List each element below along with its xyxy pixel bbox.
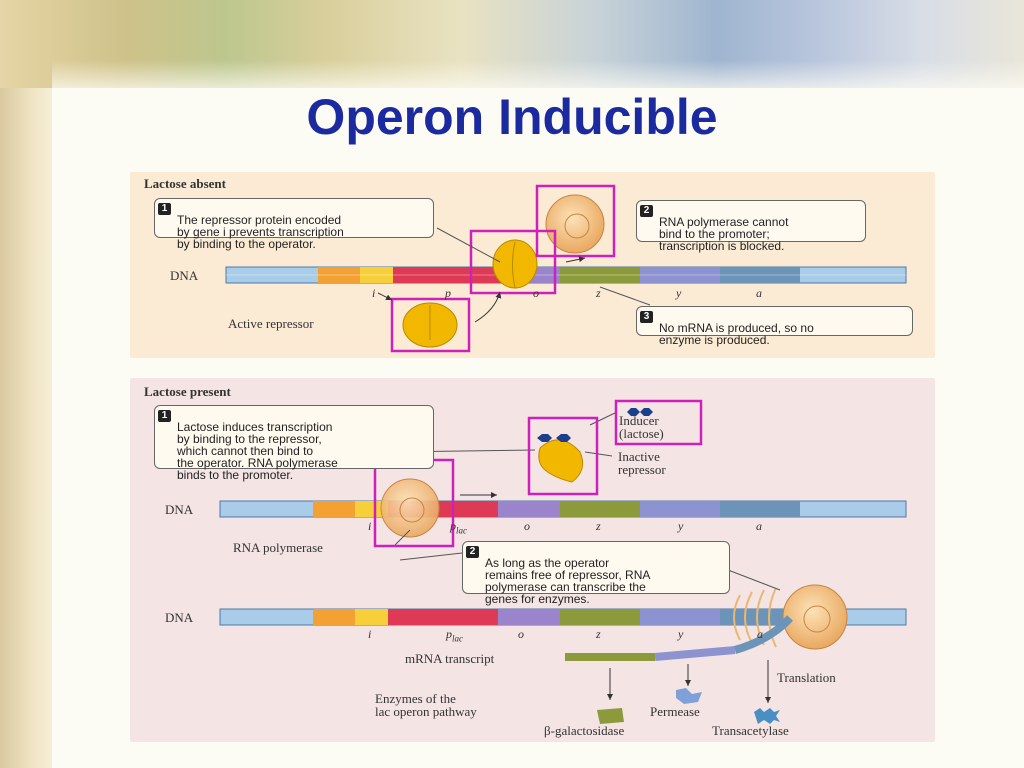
gene-label-o-mid: o <box>524 519 530 533</box>
inducer-lactose-icon <box>589 408 653 426</box>
transacetylase-icon <box>754 708 780 724</box>
background-fade <box>52 60 1024 100</box>
gene-label-i-mid: i <box>368 519 372 533</box>
gene-label-y-bot: y <box>678 627 684 641</box>
rna-polymerase-bound-icon <box>380 478 440 538</box>
callout-polymerase-blocked-text: RNA polymerase cannot bind to the promot… <box>659 215 789 253</box>
callout-lactose-induces-text: Lactose induces transcription by binding… <box>177 420 338 482</box>
mrna-transcript-label: mRNA transcript <box>405 651 495 666</box>
highlight-box-inducer <box>614 399 703 446</box>
gene-label-z-mid: z <box>596 519 601 533</box>
callout-repressor-binds-text: The repressor protein encoded by gene i … <box>177 213 344 251</box>
rna-polymerase-transcribing-icon <box>733 584 848 650</box>
beta-galactosidase-label: β-galactosidase <box>544 723 625 738</box>
highlight-box-repressor <box>390 297 471 353</box>
gene-label-z-top: z <box>596 286 601 300</box>
inactive-repressor-icon <box>537 434 584 483</box>
repressor-bound-icon <box>492 239 538 289</box>
translation-label: Translation <box>777 670 836 685</box>
dna-label-top: DNA <box>170 268 199 283</box>
active-repressor-icon <box>402 302 458 348</box>
background-left-strip <box>0 0 52 768</box>
gene-label-i-bot: i <box>368 627 372 641</box>
gene-label-p-bot-sub: lac <box>452 633 463 644</box>
gene-label-p-mid-text: p <box>450 519 456 533</box>
gene-label-y-top: y <box>676 286 682 300</box>
dna-label-bottom: DNA <box>165 610 194 625</box>
inactive-repressor-label: Inactive repressor <box>618 449 666 477</box>
lactose-present-heading: Lactose present <box>144 384 231 399</box>
gene-label-a-top: a <box>756 286 762 300</box>
permease-label: Permease <box>650 704 700 719</box>
gene-label-p-mid: plac <box>450 519 467 535</box>
transacetylase-label: Transacetylase <box>712 723 789 738</box>
gene-label-p-mid-sub: lac <box>456 525 467 536</box>
highlight-box-rnap <box>535 184 616 258</box>
lactose-absent-heading: Lactose absent <box>144 176 226 191</box>
gene-label-a-bot: a <box>757 627 763 641</box>
permease-icon <box>676 688 702 704</box>
mrna-transcript-strand <box>565 615 793 661</box>
gene-label-i-top: i <box>372 286 376 300</box>
callout-no-mrna-text: No mRNA is produced, so no enzyme is pro… <box>659 321 814 347</box>
gene-label-y-mid: y <box>678 519 684 533</box>
enzymes-label: Enzymes of the lac operon pathway <box>375 691 477 719</box>
rna-polymerase-top-icon <box>545 194 605 254</box>
gene-label-p-bot: plac <box>446 627 463 643</box>
inducer-label: Inducer (lactose) <box>619 413 664 441</box>
active-repressor-label: Active repressor <box>228 316 314 331</box>
gene-label-p-top: p <box>445 286 451 300</box>
gene-label-p-bot-text: p <box>446 627 452 641</box>
slide-title: Operon Inducible <box>306 89 718 145</box>
gene-label-z-bot: z <box>596 627 601 641</box>
gene-label-o-top: o <box>533 286 539 300</box>
callout-operator-free-text: As long as the operator remains free of … <box>485 556 651 606</box>
dna-strand-middle <box>219 500 907 518</box>
gene-label-a-mid: a <box>756 519 762 533</box>
highlight-box-operator <box>469 229 557 295</box>
beta-galactosidase-icon <box>597 708 624 724</box>
rna-polymerase-label: RNA polymerase <box>233 540 323 555</box>
dna-label-middle: DNA <box>165 502 194 517</box>
highlight-box-inactive-repressor <box>527 416 599 496</box>
gene-label-o-bot: o <box>518 627 524 641</box>
dna-strand-top <box>225 266 907 284</box>
